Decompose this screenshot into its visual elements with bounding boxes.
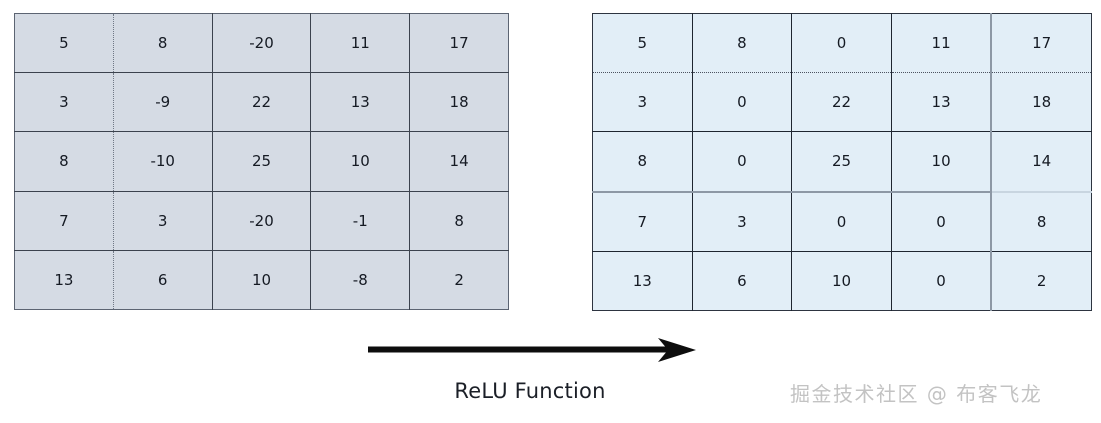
matrix-cell: 8 [113, 13, 213, 74]
matrix-cell: 3 [592, 72, 693, 133]
matrix-cell: 17 [991, 13, 1092, 74]
matrix-cell: -10 [113, 131, 213, 192]
matrix-cell: -8 [310, 250, 411, 310]
matrix-cell: 14 [991, 131, 1092, 193]
matrix-cell: 11 [310, 13, 411, 74]
matrix-cell: 14 [409, 131, 509, 192]
matrix-cell: 3 [692, 191, 793, 252]
matrix-cell: 8 [409, 191, 509, 251]
matrix-cell: 0 [891, 191, 993, 252]
matrix-cell: 5 [14, 13, 114, 74]
table-row: 5 8 0 11 17 [592, 13, 1092, 74]
matrix-cell: 18 [991, 72, 1092, 133]
matrix-cell: 2 [409, 250, 509, 310]
matrix-cell: 13 [310, 72, 411, 133]
matrix-cell: 18 [409, 72, 509, 133]
matrix-cell: 13 [891, 72, 993, 133]
matrix-cell: 8 [692, 13, 793, 74]
table-row: 3 0 22 13 18 [592, 72, 1092, 133]
matrix-cell: 0 [791, 13, 892, 74]
input-matrix: 5 8 -20 11 17 3 -9 22 13 18 8 -10 25 10 … [14, 13, 509, 310]
matrix-cell: 22 [791, 72, 892, 133]
output-matrix-body: 5 8 0 11 17 3 0 22 13 18 8 0 25 10 14 [592, 13, 1092, 311]
matrix-cell: -9 [113, 72, 213, 133]
table-row: 8 -10 25 10 14 [14, 131, 509, 192]
matrix-cell: 22 [212, 72, 312, 133]
table-row: 5 8 -20 11 17 [14, 13, 509, 74]
matrix-cell: 5 [592, 13, 693, 74]
matrix-cell: 0 [692, 72, 793, 133]
matrix-cell: 10 [212, 250, 312, 310]
matrix-cell: 25 [791, 131, 892, 193]
matrix-cell: -1 [310, 191, 411, 251]
matrix-cell: 7 [14, 191, 114, 251]
input-matrix-body: 5 8 -20 11 17 3 -9 22 13 18 8 -10 25 10 … [14, 13, 509, 310]
matrix-cell: 8 [991, 191, 1092, 252]
matrix-cell: 2 [991, 251, 1092, 311]
matrix-cell: 8 [592, 131, 693, 193]
table-row: 13 6 10 0 2 [592, 251, 1092, 311]
relu-function-label: ReLU Function [454, 379, 606, 403]
matrix-cell: 3 [14, 72, 114, 133]
output-matrix: 5 8 0 11 17 3 0 22 13 18 8 0 25 10 14 [592, 13, 1092, 311]
matrix-cell: 3 [113, 191, 213, 251]
right-arrow-icon [368, 338, 696, 362]
matrix-cell: 10 [310, 131, 411, 192]
table-row: 7 3 0 0 8 [592, 191, 1092, 252]
matrix-cell: 25 [212, 131, 312, 192]
matrix-cell: 0 [692, 131, 793, 193]
matrix-cell: 6 [692, 251, 793, 311]
matrix-cell: 11 [891, 13, 993, 74]
matrix-cell: 0 [791, 191, 892, 252]
matrix-cell: 13 [14, 250, 114, 310]
matrix-cell: 10 [791, 251, 892, 311]
matrix-cell: -20 [212, 191, 312, 251]
matrix-cell: 8 [14, 131, 114, 192]
matrix-cell: 17 [409, 13, 509, 74]
table-row: 8 0 25 10 14 [592, 131, 1092, 193]
table-row: 7 3 -20 -1 8 [14, 191, 509, 251]
matrix-cell: -20 [212, 13, 312, 74]
table-row: 13 6 10 -8 2 [14, 250, 509, 310]
matrix-cell: 10 [891, 131, 993, 193]
matrix-cell: 6 [113, 250, 213, 310]
table-row: 3 -9 22 13 18 [14, 72, 509, 133]
matrix-cell: 0 [891, 251, 993, 311]
watermark: 掘金技术社区 @ 布客飞龙 [790, 382, 1043, 406]
matrix-cell: 7 [592, 191, 693, 252]
matrix-cell: 13 [592, 251, 693, 311]
